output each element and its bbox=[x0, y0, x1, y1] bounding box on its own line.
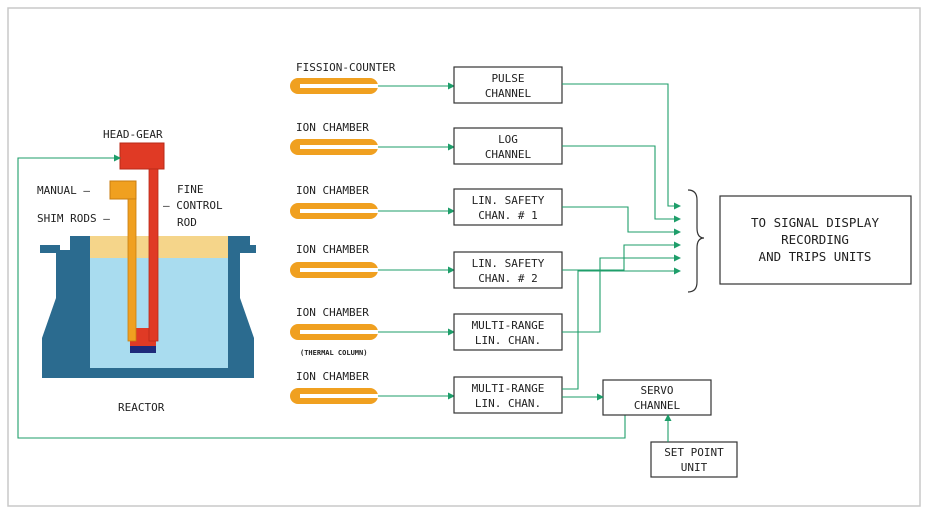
svg-text:MULTI-RANGE: MULTI-RANGE bbox=[472, 382, 545, 395]
reactor: HEAD-GEAR MANUAL — SHIM RODS — FINE — CO… bbox=[37, 128, 256, 414]
diagram-border bbox=[7, 7, 921, 507]
svg-text:UNIT: UNIT bbox=[681, 461, 708, 474]
rod-label: ROD bbox=[177, 216, 197, 229]
detector-ion-chamber-3: ION CHAMBER bbox=[290, 243, 380, 278]
reactor-caption: REACTOR bbox=[118, 401, 165, 414]
svg-text:LIN. CHAN.: LIN. CHAN. bbox=[475, 397, 541, 410]
output-box: TO SIGNAL DISPLAY RECORDING AND TRIPS UN… bbox=[719, 195, 912, 285]
multi-range-channel-2: MULTI-RANGE LIN. CHAN. bbox=[453, 376, 563, 414]
output-line-3: AND TRIPS UNITS bbox=[759, 249, 872, 264]
log-channel: LOG CHANNEL bbox=[453, 127, 563, 165]
head-gear-label: HEAD-GEAR bbox=[103, 128, 163, 141]
head-gear bbox=[119, 142, 165, 170]
detector-links bbox=[378, 82, 455, 400]
detector-fission-counter: FISSION-COUNTER bbox=[290, 61, 396, 94]
detector-label: ION CHAMBER bbox=[296, 243, 369, 256]
detector-label: FISSION-COUNTER bbox=[296, 61, 396, 74]
svg-text:LIN. SAFETY: LIN. SAFETY bbox=[472, 257, 545, 270]
detector-label: ION CHAMBER bbox=[296, 306, 369, 319]
set-point-unit: SET POINT UNIT bbox=[650, 441, 738, 478]
svg-text:CHANNEL: CHANNEL bbox=[485, 148, 532, 161]
brace bbox=[687, 189, 705, 293]
reactor-shield bbox=[90, 236, 228, 258]
detectors: FISSION-COUNTER ION CHAMBER ION CHAMBER … bbox=[290, 61, 396, 404]
detector-ion-chamber-1: ION CHAMBER bbox=[290, 121, 380, 155]
servo-channel: SERVO CHANNEL bbox=[602, 379, 712, 416]
feedback-line bbox=[17, 154, 626, 439]
multi-range-channel-1: MULTI-RANGE LIN. CHAN. bbox=[453, 313, 563, 351]
detector-note: (THERMAL COLUMN) bbox=[300, 349, 367, 357]
lin-safety-channel-2: LIN. SAFETY CHAN. # 2 bbox=[453, 251, 563, 289]
control-label: — CONTROL bbox=[163, 199, 223, 212]
shim-rod bbox=[127, 198, 137, 342]
output-links bbox=[562, 83, 681, 442]
channels: PULSE CHANNEL LOG CHANNEL LIN. SAFETY CH… bbox=[453, 66, 738, 478]
reactor-flange-left bbox=[40, 245, 60, 253]
manual-drive bbox=[109, 180, 137, 200]
svg-text:CHANNEL: CHANNEL bbox=[485, 87, 532, 100]
reactor-core-base bbox=[130, 346, 156, 353]
detector-label: ION CHAMBER bbox=[296, 370, 369, 383]
fine-label: FINE bbox=[177, 183, 204, 196]
svg-text:CHANNEL: CHANNEL bbox=[634, 399, 681, 412]
fine-control-rod bbox=[148, 168, 159, 342]
svg-text:LOG: LOG bbox=[498, 133, 518, 146]
svg-text:LIN. CHAN.: LIN. CHAN. bbox=[475, 334, 541, 347]
svg-text:SERVO: SERVO bbox=[640, 384, 673, 397]
detector-ion-chamber-5: ION CHAMBER bbox=[290, 370, 380, 404]
reactor-flange-right bbox=[236, 245, 256, 253]
svg-text:PULSE: PULSE bbox=[491, 72, 524, 85]
output-line-2: RECORDING bbox=[781, 232, 849, 247]
shim-rods-label: SHIM RODS — bbox=[37, 212, 110, 225]
svg-text:LIN. SAFETY: LIN. SAFETY bbox=[472, 194, 545, 207]
svg-text:CHAN. # 1: CHAN. # 1 bbox=[478, 209, 538, 222]
svg-text:SET POINT: SET POINT bbox=[664, 446, 724, 459]
svg-text:MULTI-RANGE: MULTI-RANGE bbox=[472, 319, 545, 332]
pulse-channel: PULSE CHANNEL bbox=[453, 66, 563, 104]
output-line-1: TO SIGNAL DISPLAY bbox=[751, 215, 879, 230]
lin-safety-channel-1: LIN. SAFETY CHAN. # 1 bbox=[453, 188, 563, 226]
reactor-pool bbox=[90, 258, 228, 368]
manual-label: MANUAL — bbox=[37, 184, 90, 197]
detector-label: ION CHAMBER bbox=[296, 184, 369, 197]
svg-text:CHAN. # 2: CHAN. # 2 bbox=[478, 272, 538, 285]
detector-ion-chamber-2: ION CHAMBER bbox=[290, 184, 380, 219]
detector-ion-chamber-4: ION CHAMBER (THERMAL COLUMN) bbox=[290, 306, 380, 357]
detector-label: ION CHAMBER bbox=[296, 121, 369, 134]
